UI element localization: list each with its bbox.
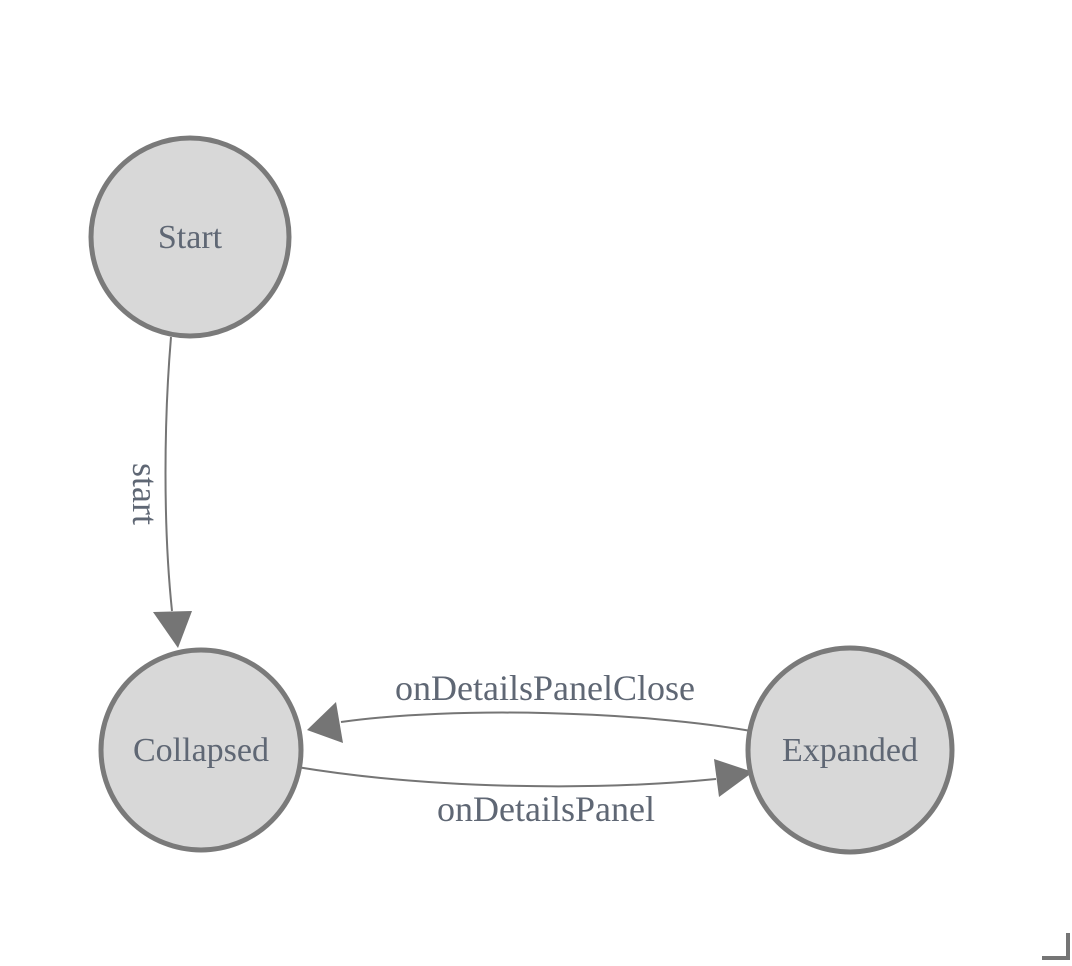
arrowhead-collapsed-to-expanded bbox=[714, 759, 753, 797]
state-circle-expanded[interactable] bbox=[745, 645, 955, 855]
edge-path-expanded-to-collapsed bbox=[340, 711, 758, 733]
edge-expanded-to-collapsed: onDetailsPanelClose bbox=[307, 668, 758, 743]
state-circle-collapsed[interactable] bbox=[98, 647, 304, 853]
edge-path-collapsed-to-expanded bbox=[296, 766, 717, 788]
state-label-start: Start bbox=[158, 219, 223, 256]
state-circle-start[interactable] bbox=[88, 135, 292, 339]
edge-label-start: start bbox=[125, 463, 165, 525]
state-node-collapsed[interactable]: Collapsed bbox=[98, 647, 304, 853]
state-node-expanded[interactable]: Expanded bbox=[745, 645, 955, 855]
state-label-collapsed: Collapsed bbox=[133, 732, 269, 769]
state-label-expanded: Expanded bbox=[782, 732, 918, 769]
edge-label-ondetailspanel: onDetailsPanel bbox=[437, 789, 655, 829]
edge-label-ondetailspanelclose: onDetailsPanelClose bbox=[395, 668, 695, 708]
edge-collapsed-to-expanded: onDetailsPanel bbox=[296, 759, 753, 829]
corner-resize-mark bbox=[1042, 933, 1070, 960]
edge-start-to-collapsed: start bbox=[125, 336, 192, 648]
edge-path-start-to-collapsed bbox=[164, 336, 173, 612]
state-node-start[interactable]: Start bbox=[88, 135, 292, 339]
arrowhead-start-to-collapsed bbox=[153, 611, 192, 648]
arrowhead-expanded-to-collapsed bbox=[307, 702, 343, 743]
